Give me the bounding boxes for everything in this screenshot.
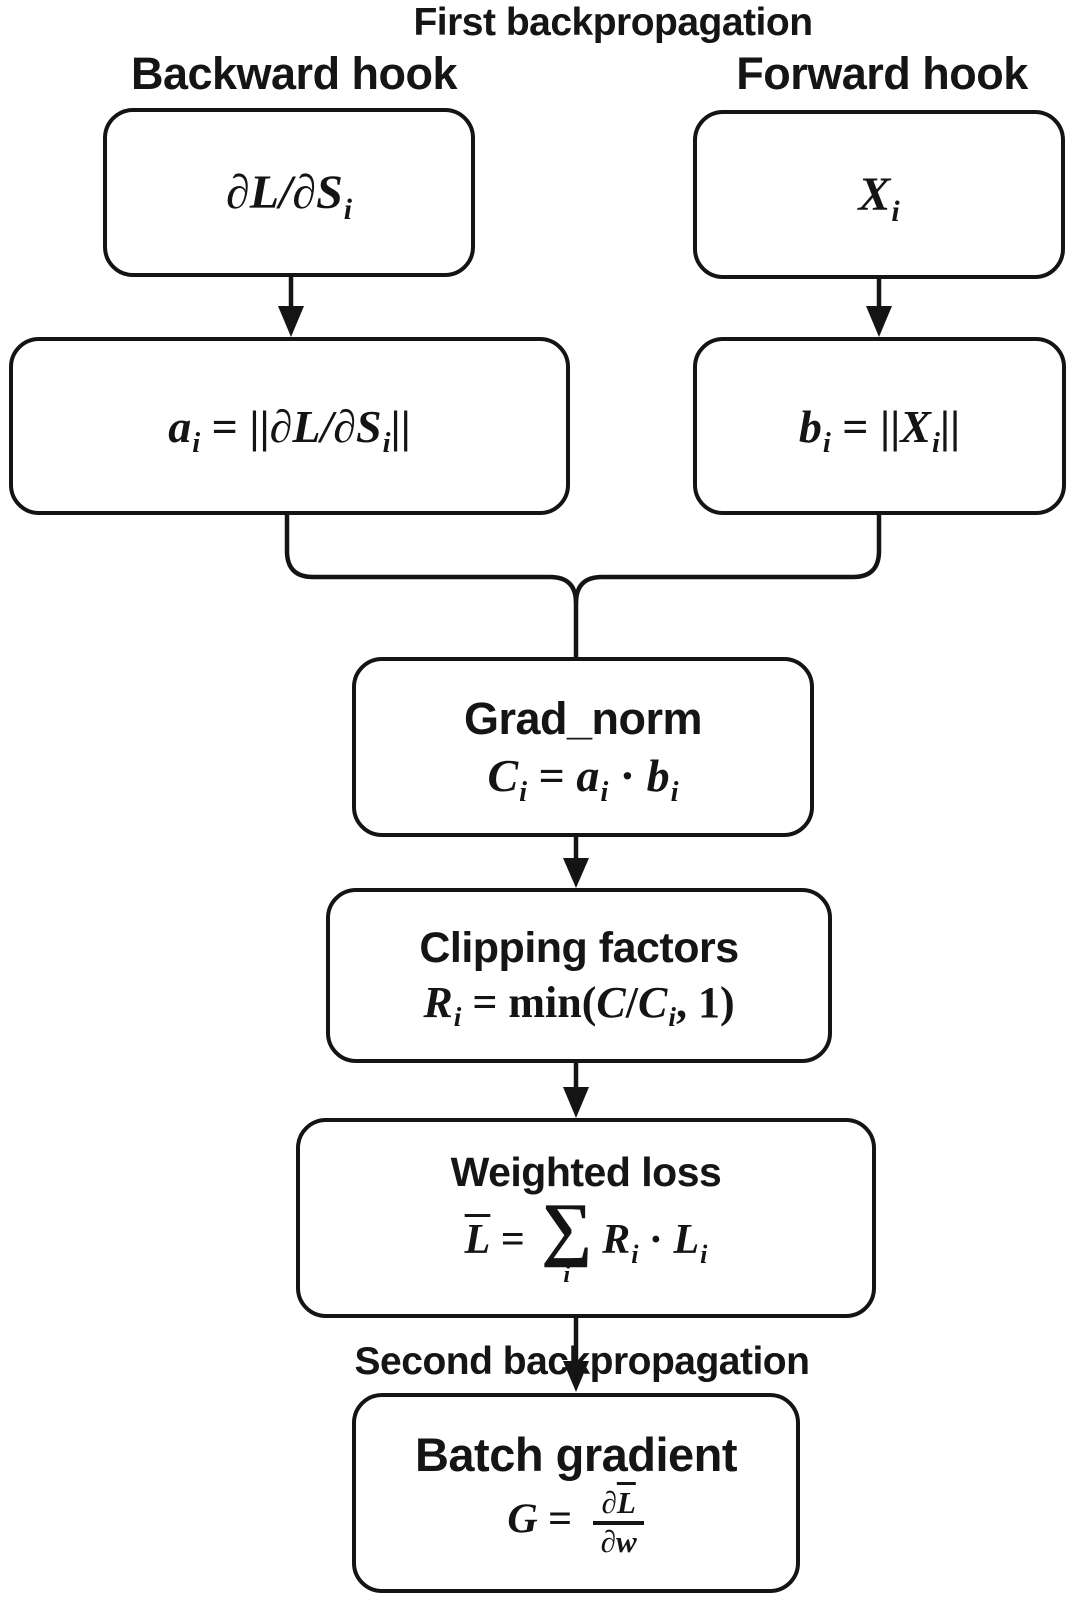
node-grad-norm-a: ai = ||∂L/∂Si|| xyxy=(9,337,570,515)
activation-formula: Xi xyxy=(858,168,900,228)
batch-gradient-title: Batch gradient xyxy=(414,1427,738,1481)
arrowhead-clipping-to-weighted xyxy=(563,1087,589,1118)
grad-norm-title: Grad_norm xyxy=(463,692,703,744)
arrowhead-weighted-to-batch xyxy=(563,1361,589,1392)
forward-hook-label: Forward hook xyxy=(736,48,1028,99)
grad-input-formula: ∂L/∂Si xyxy=(225,166,353,226)
connector-right-merge xyxy=(573,515,882,604)
node-clipping-factors: Clipping factors Ri = min(C/Ci, 1) xyxy=(326,888,832,1063)
backward-hook-label: Backward hook xyxy=(130,48,458,99)
node-grad-input: ∂L/∂Si xyxy=(103,108,475,277)
weighted-loss-title: Weighted loss xyxy=(450,1149,722,1196)
arrowhead-grad-input-to-a xyxy=(278,306,304,337)
first-backpropagation-label: First backpropagation xyxy=(413,1,813,44)
node-activation: Xi xyxy=(693,110,1065,279)
grad-norm-a-formula: ai = ||∂L/∂Si|| xyxy=(168,400,411,459)
clipping-factors-title: Clipping factors xyxy=(419,923,739,972)
act-norm-b-formula: bi = ||Xi|| xyxy=(798,400,961,459)
node-batch-gradient: Batch gradient G = ∂L∂w xyxy=(352,1393,800,1593)
second-backpropagation-label: Second backpropagation xyxy=(354,1340,810,1383)
connector-left-merge xyxy=(284,515,579,657)
node-act-norm-b: bi = ||Xi|| xyxy=(693,337,1066,515)
grad-norm-formula: Ci = ai · bi xyxy=(487,749,679,808)
arrowhead-gradnorm-to-clipping xyxy=(563,858,589,888)
clipping-factors-formula: Ri = min(C/Ci, 1) xyxy=(423,977,735,1033)
batch-gradient-formula: G = ∂L∂w xyxy=(507,1485,644,1560)
arrowhead-activation-to-b xyxy=(866,306,892,337)
node-grad-norm: Grad_norm Ci = ai · bi xyxy=(352,657,814,837)
